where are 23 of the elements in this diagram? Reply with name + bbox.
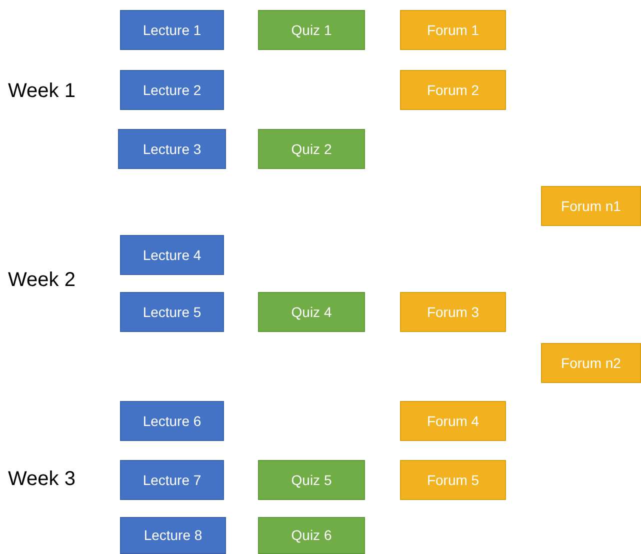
lecture-box: Lecture 7 (120, 460, 224, 500)
forum-box: Forum 4 (400, 401, 506, 441)
forum-box: Forum n1 (541, 186, 641, 226)
week-label: Week 1 (8, 79, 76, 104)
forum-box: Forum 3 (400, 292, 506, 332)
lecture-box: Lecture 4 (120, 235, 224, 275)
quiz-box: Quiz 1 (258, 10, 365, 50)
lecture-box: Lecture 8 (120, 517, 226, 554)
quiz-box: Quiz 6 (258, 517, 365, 554)
quiz-box: Quiz 2 (258, 129, 365, 169)
quiz-box: Quiz 5 (258, 460, 365, 500)
forum-box: Forum 5 (400, 460, 506, 500)
week-label: Week 2 (8, 268, 76, 293)
forum-box: Forum 1 (400, 10, 506, 50)
week-label: Week 3 (8, 467, 76, 492)
forum-box: Forum n2 (541, 343, 641, 383)
lecture-box: Lecture 2 (120, 70, 224, 110)
lecture-box: Lecture 3 (118, 129, 226, 169)
lecture-box: Lecture 5 (120, 292, 224, 332)
quiz-box: Quiz 4 (258, 292, 365, 332)
forum-box: Forum 2 (400, 70, 506, 110)
lecture-box: Lecture 1 (120, 10, 224, 50)
lecture-box: Lecture 6 (120, 401, 224, 441)
